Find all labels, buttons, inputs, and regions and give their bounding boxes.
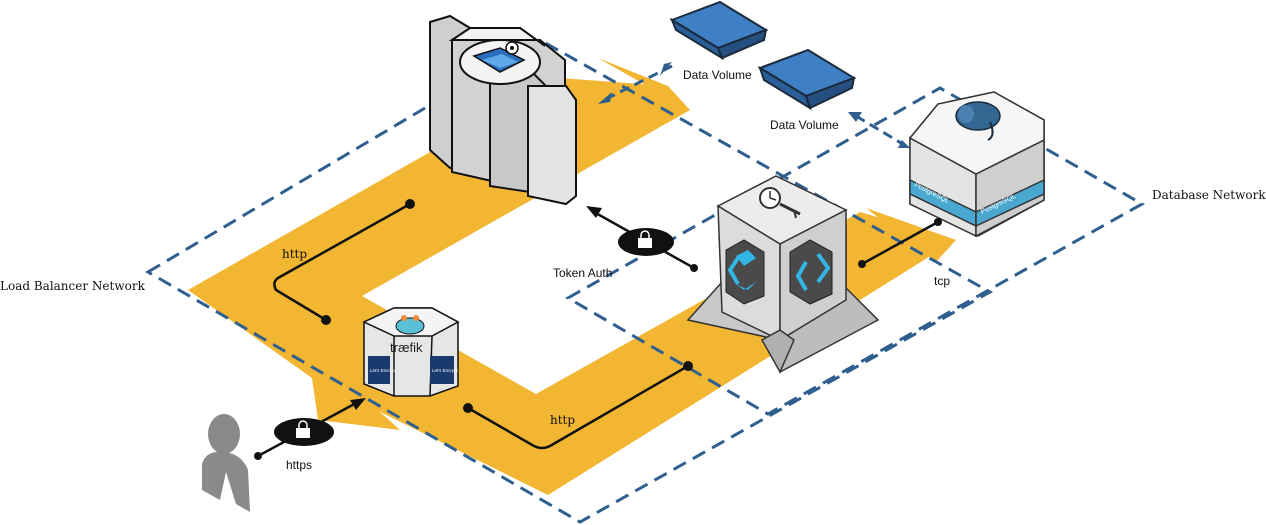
https-label: https bbox=[286, 458, 312, 472]
traefik-logo-text: træfik bbox=[390, 340, 423, 355]
data-volume-top bbox=[672, 2, 766, 58]
tcp-label: tcp bbox=[934, 274, 950, 288]
http-lower-endpoint-a bbox=[463, 403, 473, 413]
https-connection bbox=[254, 398, 366, 460]
http-upper-endpoint-a bbox=[405, 199, 415, 209]
token-auth-connection bbox=[586, 206, 698, 272]
http-upper-endpoint-b bbox=[321, 315, 331, 325]
keycloak-left-logo-icon bbox=[726, 240, 764, 304]
data-volume-bottom bbox=[760, 50, 854, 108]
database-network-label: Database Network bbox=[1152, 188, 1266, 202]
token-auth-label: Token Auth bbox=[553, 266, 612, 280]
http-lower-label: http bbox=[550, 413, 575, 427]
load-balancer-network-label: Load Balancer Network bbox=[0, 279, 146, 293]
user-icon bbox=[202, 414, 250, 512]
letsencrypt-right-text: Let's Encrypt bbox=[432, 368, 459, 373]
letsencrypt-left-text: Let's Encrypt bbox=[370, 368, 397, 373]
data-volume-bottom-label: Data Volume bbox=[770, 118, 839, 132]
http-upper-label: http bbox=[282, 247, 307, 261]
keycloak-right-logo-icon bbox=[790, 240, 832, 304]
arrow-head-volume-1 bbox=[660, 62, 672, 76]
data-volume-top-label: Data Volume bbox=[683, 68, 752, 82]
http-lower-endpoint-b bbox=[683, 361, 693, 371]
